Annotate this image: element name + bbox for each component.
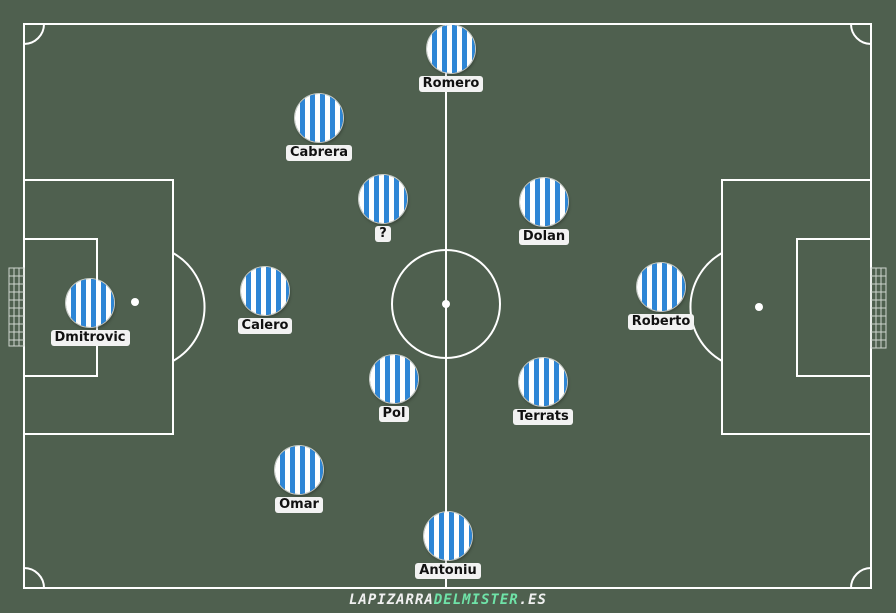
player-name: Antoniu: [415, 563, 481, 579]
player-omar[interactable]: Omar: [254, 446, 344, 513]
player-name: ?: [375, 226, 391, 242]
left-penalty-spot: [131, 298, 139, 306]
player-antoniu[interactable]: Antoniu: [403, 512, 493, 579]
player-pol[interactable]: Pol: [349, 355, 439, 422]
corner-arc-bottom-right: [850, 567, 872, 589]
center-circle: [391, 249, 501, 359]
corner-arc-top-left: [23, 23, 45, 45]
player-unknown[interactable]: ?: [338, 175, 428, 242]
player-dolan[interactable]: Dolan: [499, 178, 589, 245]
player-roberto[interactable]: Roberto: [616, 263, 706, 330]
left-goal-net: [8, 267, 25, 347]
player-name: Pol: [378, 406, 410, 422]
player-cabrera[interactable]: Cabrera: [274, 94, 364, 161]
player-dmitrovic[interactable]: Dmitrovic: [45, 279, 135, 346]
player-name: Calero: [237, 318, 293, 334]
corner-arc-top-right: [850, 23, 872, 45]
right-penalty-arc: [689, 252, 723, 362]
player-name: Dmitrovic: [50, 330, 130, 346]
striped-shirt-icon: [66, 279, 114, 327]
player-terrats[interactable]: Terrats: [498, 358, 588, 425]
player-name: Romero: [418, 76, 484, 92]
player-name: Roberto: [627, 314, 695, 330]
striped-shirt-icon: [519, 358, 567, 406]
player-name: Dolan: [518, 229, 570, 245]
player-name: Omar: [275, 497, 323, 513]
striped-shirt-icon: [370, 355, 418, 403]
brand-part-2: DELMISTER: [433, 592, 519, 608]
corner-arc-bottom-left: [23, 567, 45, 589]
player-calero[interactable]: Calero: [220, 267, 310, 334]
left-penalty-arc: [172, 252, 206, 362]
striped-shirt-icon: [359, 175, 407, 223]
striped-shirt-icon: [424, 512, 472, 560]
player-name: Terrats: [513, 409, 573, 425]
striped-shirt-icon: [520, 178, 568, 226]
player-name: Cabrera: [285, 145, 353, 161]
striped-shirt-icon: [295, 94, 343, 142]
striped-shirt-icon: [275, 446, 323, 494]
striped-shirt-icon: [637, 263, 685, 311]
right-goal-net: [870, 267, 887, 349]
striped-shirt-icon: [427, 25, 475, 73]
brand-part-3: .ES: [518, 592, 547, 608]
striped-shirt-icon: [241, 267, 289, 315]
player-romero[interactable]: Romero: [406, 25, 496, 92]
center-spot: [442, 300, 450, 308]
brand-part-1: LAPIZARRA: [348, 592, 434, 608]
brand-watermark: LAPIZARRADELMISTER.ES: [0, 592, 896, 608]
right-penalty-spot: [755, 303, 763, 311]
